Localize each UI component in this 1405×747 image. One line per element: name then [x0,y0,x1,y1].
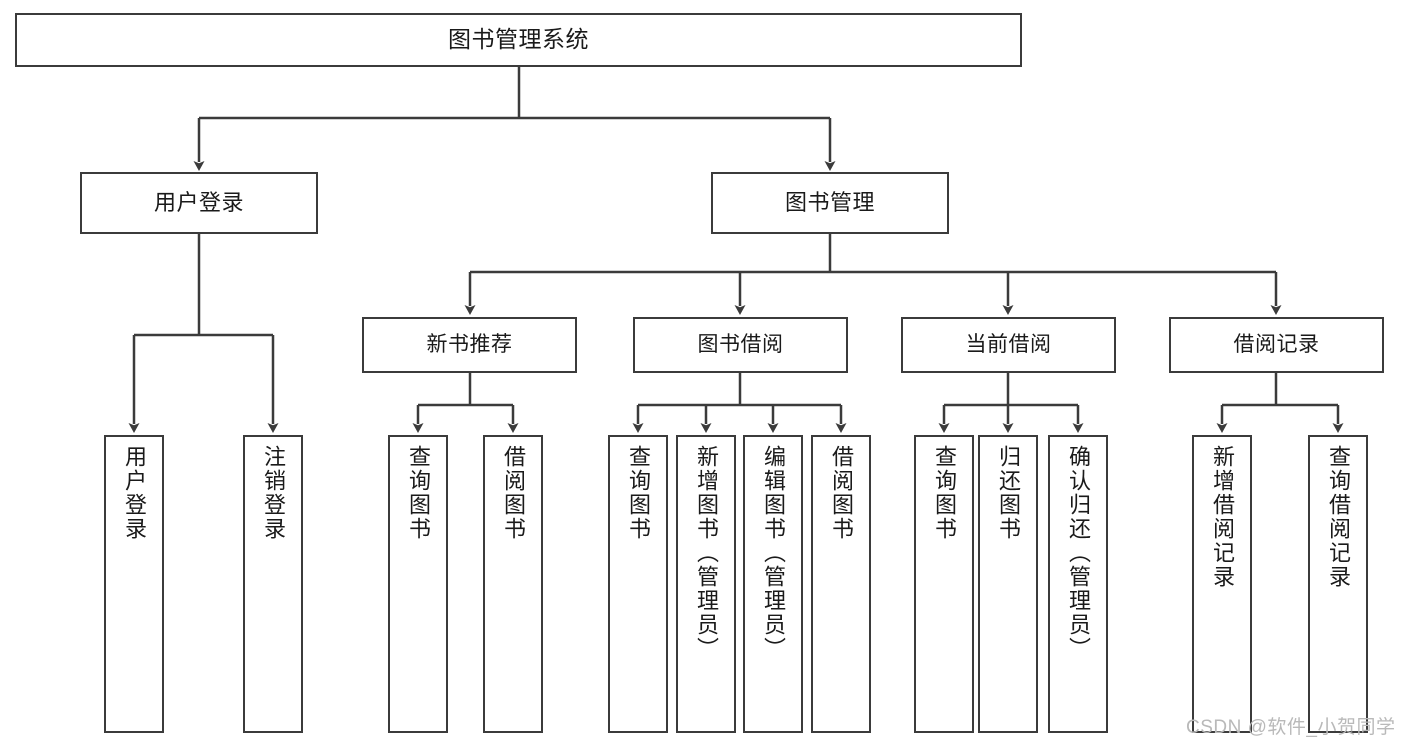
node-label: 图书管理系统 [448,26,589,53]
node-user-login[interactable]: 用户登录 [80,172,318,234]
node-label: 新书推荐 [426,333,513,357]
leaf-add-book-admin[interactable]: 新增图书（管理员） [676,435,736,733]
node-label: 确认归还（管理员） [1065,445,1091,661]
node-label: 当前借阅 [965,333,1052,357]
node-label: 查询借阅记录 [1325,445,1351,589]
leaf-edit-book-admin[interactable]: 编辑图书（管理员） [743,435,803,733]
node-label: 用户登录 [153,189,244,215]
leaf-add-borrow-record[interactable]: 新增借阅记录 [1192,435,1252,733]
node-current-borrowing[interactable]: 当前借阅 [901,317,1116,373]
watermark: CSDN @软件_小贺同学 [1186,717,1396,738]
node-label: 图书管理 [784,189,875,215]
leaf-logout[interactable]: 注销登录 [243,435,303,733]
leaf-query-borrow-record[interactable]: 查询借阅记录 [1308,435,1368,733]
node-label: 图书借阅 [697,333,784,357]
node-label: 查询图书 [405,445,431,541]
node-root-system[interactable]: 图书管理系统 [15,13,1022,67]
node-label: 借阅记录 [1233,333,1320,357]
node-label: 新增图书（管理员） [693,445,719,661]
leaf-query-books-borrow[interactable]: 查询图书 [608,435,668,733]
leaf-user-login[interactable]: 用户登录 [104,435,164,733]
leaf-query-books-recommend[interactable]: 查询图书 [388,435,448,733]
node-label: 归还图书 [995,445,1021,541]
node-label: 查询图书 [931,445,957,541]
leaf-return-books[interactable]: 归还图书 [978,435,1038,733]
node-label: 查询图书 [625,445,651,541]
leaf-borrow-books[interactable]: 借阅图书 [811,435,871,733]
node-book-borrowing[interactable]: 图书借阅 [633,317,848,373]
node-label: 用户登录 [121,445,147,541]
leaf-confirm-return-admin[interactable]: 确认归还（管理员） [1048,435,1108,733]
node-label: 新增借阅记录 [1209,445,1235,589]
node-borrow-records[interactable]: 借阅记录 [1169,317,1384,373]
node-label: 注销登录 [260,445,286,541]
leaf-query-books-current[interactable]: 查询图书 [914,435,974,733]
node-book-management[interactable]: 图书管理 [711,172,949,234]
node-label: 借阅图书 [828,445,854,541]
node-new-book-recommendation[interactable]: 新书推荐 [362,317,577,373]
leaf-borrow-books-recommend[interactable]: 借阅图书 [483,435,543,733]
node-label: 借阅图书 [500,445,526,541]
node-label: 编辑图书（管理员） [760,445,786,661]
